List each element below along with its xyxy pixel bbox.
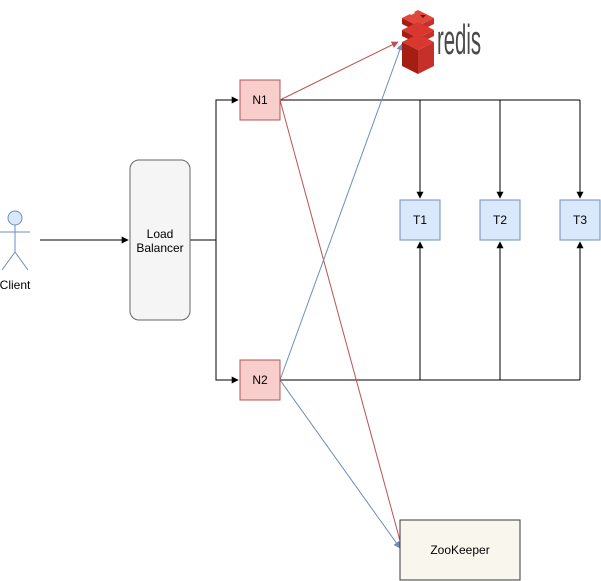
- node-n2-label: N2: [252, 373, 268, 387]
- target-t2-label: T2: [493, 213, 507, 227]
- target-t3[interactable]: T3: [559, 199, 601, 241]
- redis-logo-text: redis: [437, 16, 481, 63]
- black-connectors: [40, 96, 584, 384]
- n2-to-redis-edge: [279, 43, 404, 381]
- target-t2[interactable]: T2: [479, 199, 521, 241]
- target-t1-label: T1: [413, 213, 427, 227]
- node-n1-label: N1: [252, 93, 268, 107]
- load-balancer-label-line2: Balancer: [136, 241, 183, 255]
- zookeeper-node[interactable]: ZooKeeper: [399, 519, 521, 581]
- client-actor[interactable]: Client: [0, 210, 31, 292]
- n2-to-zookeeper-edge: [279, 379, 401, 549]
- redis-logo[interactable]: redis: [402, 10, 481, 74]
- colored-connectors: [279, 41, 404, 549]
- redis-cube-icon: [402, 10, 434, 74]
- target-t3-label: T3: [573, 213, 587, 227]
- n1-to-redis-edge: [279, 41, 399, 101]
- lb-to-n1-edge: [190, 96, 239, 241]
- load-balancer-label-line1: Load: [147, 227, 174, 241]
- node-n2[interactable]: N2: [239, 359, 281, 401]
- user-icon: [0, 210, 30, 271]
- load-balancer-node[interactable]: Load Balancer: [129, 159, 191, 321]
- zookeeper-label: ZooKeeper: [430, 543, 489, 557]
- node-n1[interactable]: N1: [239, 79, 281, 121]
- client-label: Client: [0, 278, 31, 292]
- lb-to-n2-edge: [215, 240, 239, 384]
- target-t1[interactable]: T1: [399, 199, 441, 241]
- n1-to-zookeeper-edge: [279, 99, 404, 549]
